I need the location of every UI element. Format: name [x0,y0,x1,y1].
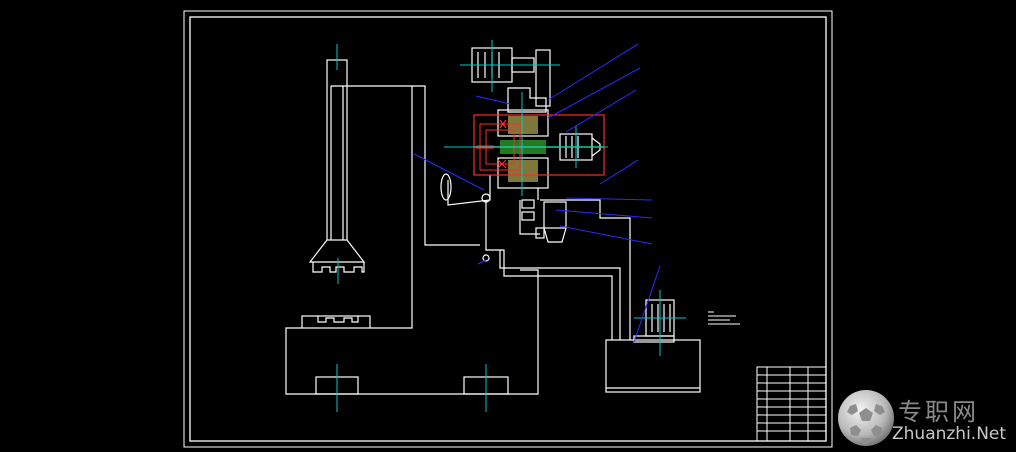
worktable [301,315,371,329]
valve-block-2 [521,211,535,221]
accumulator [440,173,452,201]
outer-border [183,10,833,448]
watermark-chinese: 专职网 [898,398,979,426]
upper-arm [331,85,480,246]
lower-housing [497,157,549,189]
section-box [473,114,605,176]
filter-body [543,201,567,229]
machine-frame [285,59,539,395]
centerlines [336,40,686,412]
leader-lines [413,43,661,343]
column-foot [308,239,366,263]
tank-body [605,339,701,393]
soccer-ball-logo-icon [838,390,894,446]
guide-post [535,49,551,107]
left-column [326,59,348,241]
title-block [756,366,827,442]
watermark-english: Zhuanzhi.Net [892,424,1007,444]
t-slot-table [317,316,359,323]
pump-motor-base [633,335,675,343]
sheet-frame [183,10,833,448]
check-valve [482,254,490,262]
t-slot-top [312,262,365,273]
valve-block-1 [521,199,535,209]
base-outline [285,269,539,395]
hydraulic-lines [440,173,631,340]
frame-right [370,86,413,329]
inner-border [189,16,827,442]
pressure-gauge [481,193,491,203]
notes-block [708,311,740,325]
watermark: 专职网 Zhuanzhi.Net [836,386,1016,450]
section-highlight [473,114,605,182]
upper-housing [497,109,549,137]
